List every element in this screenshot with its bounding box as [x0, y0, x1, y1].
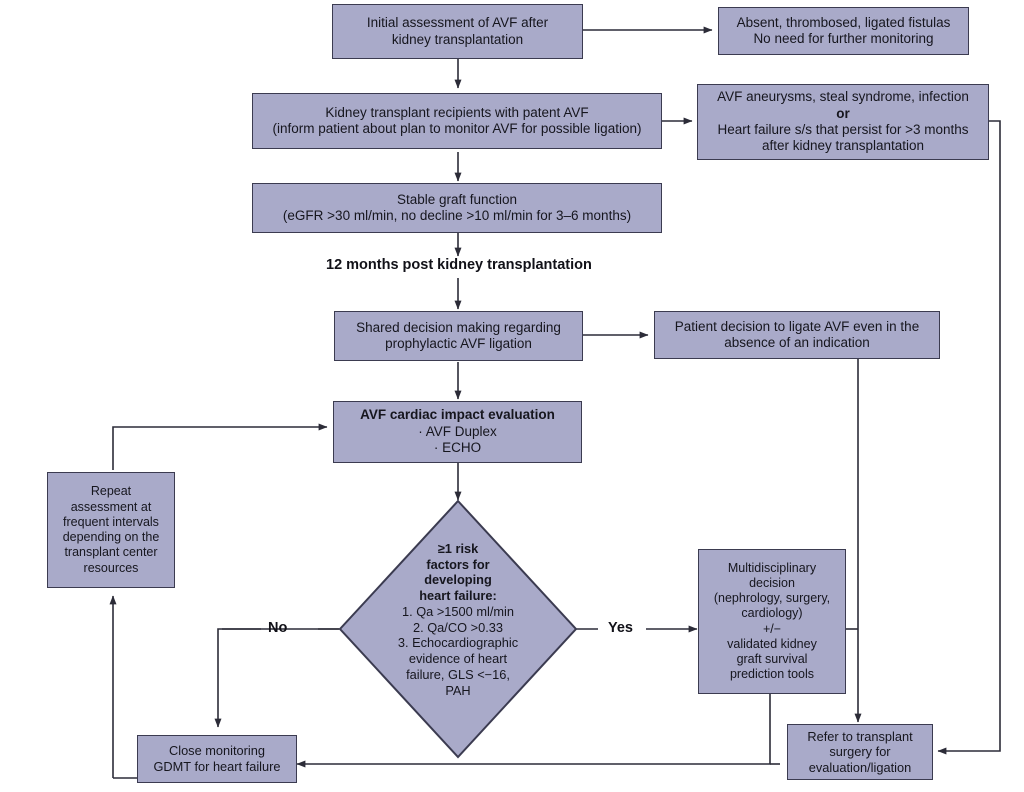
diamond-shape	[338, 499, 578, 759]
cardiac-impact-line3: · ECHO	[433, 440, 482, 456]
multi-line1: Multidisciplinary	[727, 560, 817, 575]
edge-label-yes: Yes	[608, 620, 633, 636]
multi-line3: (nephrology, surgery,	[713, 591, 831, 605]
risk-line2: factors for	[426, 556, 490, 572]
multi-line7: graft survival	[736, 652, 808, 666]
initial-assessment-line1: Initial assessment of AVF after	[366, 15, 549, 31]
risk-line7: 3. Echocardiographic	[397, 635, 519, 651]
patient-decision-line2: absence of an indication	[724, 335, 870, 350]
risk-line3: developing	[424, 572, 492, 588]
repeat-assessment-line5: transplant center	[64, 545, 158, 560]
repeat-assessment-line2: assessment at	[70, 499, 152, 514]
risk-line1: ≥1 risk	[437, 541, 479, 556]
stable-graft-line2: (eGFR >30 ml/min, no decline >10 ml/min …	[282, 208, 632, 223]
cardiac-impact-line1: AVF cardiac impact evaluation	[360, 407, 555, 423]
risk-line10: PAH	[445, 682, 471, 698]
edge-aneurysms-to-refer	[937, 120, 1001, 755]
multi-line4: cardiology)	[741, 606, 803, 621]
node-stable-graft[interactable]: Stable graft function (eGFR >30 ml/min, …	[252, 183, 662, 233]
node-risk-factors-decision[interactable]: ≥1 risk factors for developing heart fai…	[338, 499, 578, 759]
aneurysms-line4: after kidney transplantation	[761, 138, 925, 154]
multi-line5: +/−	[762, 621, 782, 636]
patient-decision-line1: Patient decision to ligate AVF even in t…	[674, 318, 920, 334]
aneurysms-line1: AVF aneurysms, steal syndrome, infection	[717, 89, 969, 105]
patent-avf-line2: (inform patient about plan to monitor AV…	[272, 121, 642, 136]
edge-label-no: No	[268, 620, 288, 636]
absent-fistulas-line1: Absent, thrombosed, ligated fistulas	[736, 14, 951, 30]
risk-decision-text: ≥1 risk factors for developing heart fai…	[338, 541, 578, 698]
stable-graft-line1: Stable graft function	[396, 191, 518, 207]
risk-line4: heart failure:	[419, 588, 497, 604]
risk-line9: failure, GLS <−16,	[406, 666, 510, 682]
close-monitoring-line2: GDMT for heart failure	[153, 759, 281, 774]
patent-avf-line1: Kidney transplant recipients with patent…	[325, 104, 589, 120]
node-shared-decision[interactable]: Shared decision making regarding prophyl…	[334, 311, 583, 361]
repeat-assessment-line4: depending on the	[62, 530, 160, 544]
multi-line2: decision	[749, 575, 795, 590]
repeat-assessment-line3: frequent intervals	[63, 514, 159, 529]
node-absent-fistulas[interactable]: Absent, thrombosed, ligated fistulas No …	[718, 7, 969, 55]
edge-repeat-to-cardiac	[112, 423, 328, 470]
refer-line1: Refer to transplant	[807, 728, 913, 744]
shared-decision-line2: prophylactic AVF ligation	[385, 336, 532, 351]
edge-no-to-close-monitoring	[214, 628, 339, 728]
shared-decision-line1: Shared decision making regarding	[356, 319, 561, 335]
node-patient-decision[interactable]: Patient decision to ligate AVF even in t…	[654, 311, 940, 359]
node-multidisciplinary-decision[interactable]: Multidisciplinary decision (nephrology, …	[698, 549, 846, 694]
node-refer-to-transplant-surgery[interactable]: Refer to transplant surgery for evaluati…	[787, 724, 933, 780]
absent-fistulas-line2: No need for further monitoring	[753, 31, 934, 46]
node-initial-assessment[interactable]: Initial assessment of AVF after kidney t…	[332, 4, 583, 59]
aneurysms-line3: Heart failure s/s that persist for >3 mo…	[717, 122, 969, 137]
refer-line3: evaluation/ligation	[808, 759, 912, 775]
node-close-monitoring[interactable]: Close monitoring GDMT for heart failure	[137, 735, 297, 783]
node-repeat-assessment[interactable]: Repeat assessment at frequent intervals …	[47, 472, 175, 588]
initial-assessment-line2: kidney transplantation	[391, 31, 524, 47]
risk-line8: evidence of heart	[408, 651, 508, 667]
risk-line6: 2. Qa/CO >0.33	[413, 619, 503, 635]
label-12-months-post-transplant: 12 months post kidney transplantation	[326, 257, 592, 273]
node-patent-avf[interactable]: Kidney transplant recipients with patent…	[252, 93, 662, 149]
risk-line5: 1. Qa >1500 ml/min	[401, 603, 515, 619]
node-cardiac-impact-evaluation[interactable]: AVF cardiac impact evaluation · AVF Dupl…	[333, 401, 582, 463]
node-aneurysms[interactable]: AVF aneurysms, steal syndrome, infection…	[697, 84, 989, 160]
multi-line8: prediction tools	[729, 667, 815, 682]
close-monitoring-line1: Close monitoring	[168, 743, 266, 759]
refer-line2: surgery for	[829, 744, 891, 760]
multi-line6: validated kidney	[727, 636, 817, 651]
repeat-assessment-line1: Repeat	[90, 484, 132, 499]
cardiac-impact-line2: · AVF Duplex	[418, 423, 497, 439]
repeat-assessment-line6: resources	[83, 560, 139, 575]
aneurysms-line2: or	[836, 105, 850, 121]
